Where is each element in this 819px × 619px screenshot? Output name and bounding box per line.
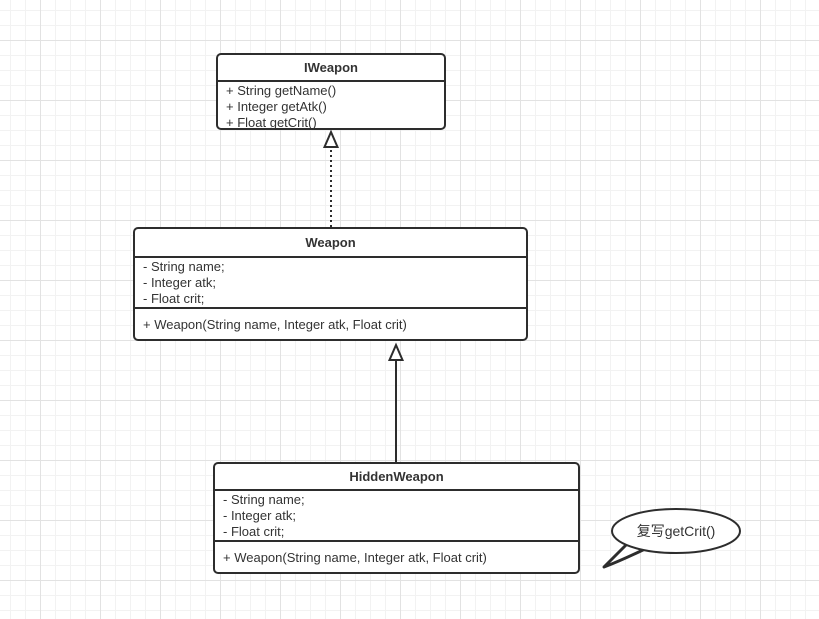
field-row: - String name; [223,492,305,507]
fields-section: - String name; - Integer atk; - Float cr… [215,491,578,542]
method-row: + Integer getAtk() [226,99,327,114]
methods-section: + String getName() + Integer getAtk() + … [218,82,444,131]
inheritance-arrow[interactable] [387,342,405,462]
field-row: - Float crit; [223,524,285,539]
field-row: - String name; [143,259,225,274]
class-box-iweapon[interactable]: IWeapon + String getName() + Integer get… [216,53,446,130]
constructor-section: + Weapon(String name, Integer atk, Float… [135,309,526,339]
class-title: IWeapon [218,55,444,82]
field-row: - Integer atk; [223,508,296,523]
class-box-hiddenweapon[interactable]: HiddenWeapon - String name; - Integer at… [213,462,580,574]
class-title: Weapon [135,229,526,258]
fields-section: - String name; - Integer atk; - Float cr… [135,258,526,309]
method-row: + Float getCrit() [226,115,317,130]
constructor-section: + Weapon(String name, Integer atk, Float… [215,542,578,572]
class-box-weapon[interactable]: Weapon - String name; - Integer atk; - F… [133,227,528,341]
class-title: HiddenWeapon [215,464,578,491]
field-row: - Float crit; [143,291,205,306]
realization-arrow[interactable] [322,129,340,227]
constructor-row: + Weapon(String name, Integer atk, Float… [223,549,487,565]
field-row: - Integer atk; [143,275,216,290]
callout-text: 复写getCrit() [636,523,716,539]
constructor-row: + Weapon(String name, Integer atk, Float… [143,316,407,332]
method-row: + String getName() [226,83,337,98]
